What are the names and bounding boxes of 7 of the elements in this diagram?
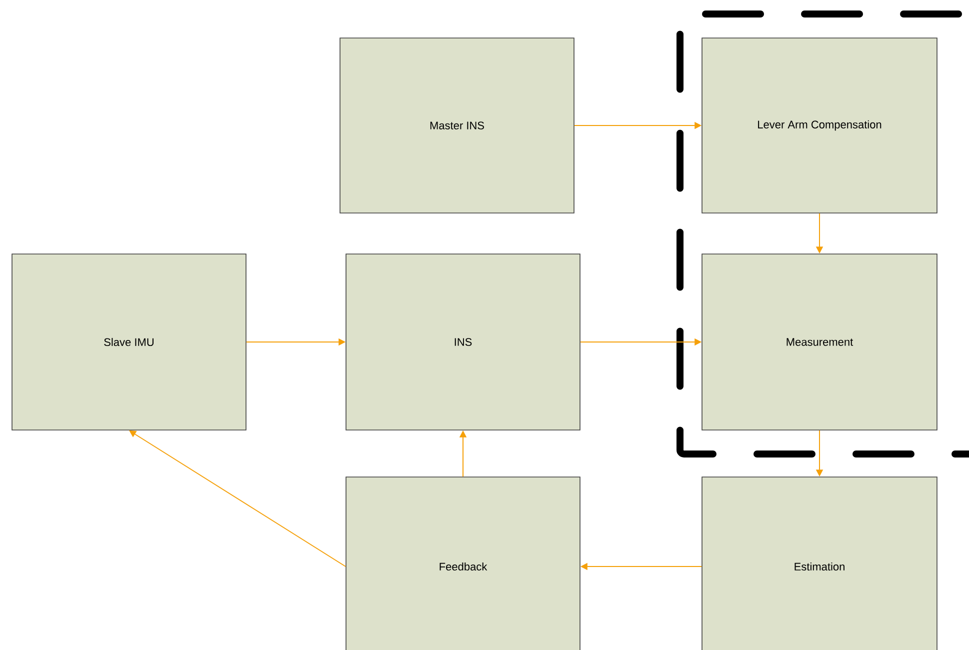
process-box: Estimation	[702, 476, 938, 650]
process-box: Measurement	[702, 254, 938, 430]
process-box: Master INS	[340, 38, 574, 214]
process-box: Slave IMU	[12, 254, 246, 430]
process-box: INS	[346, 254, 580, 430]
process-box: Feedback	[346, 476, 580, 650]
process-box: Lever Arm Compensation	[702, 38, 938, 214]
